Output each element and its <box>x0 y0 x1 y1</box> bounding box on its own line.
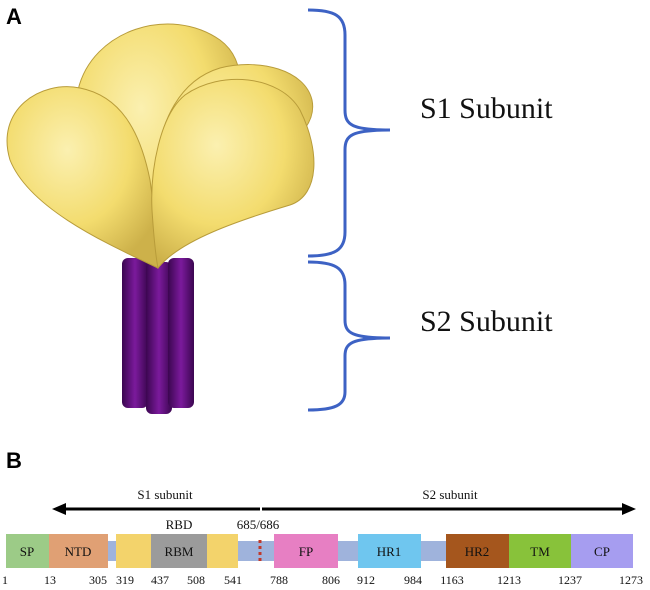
domain-boxes <box>6 534 633 568</box>
spike-stalk <box>122 258 194 414</box>
domain-hr1 <box>358 534 421 568</box>
domain-tm <box>509 534 571 568</box>
position-label: 1273 <box>619 573 643 587</box>
domain-label-hr1: HR1 <box>377 544 402 559</box>
s2-arrow <box>262 503 636 515</box>
position-label: 1163 <box>440 573 464 587</box>
spike-head <box>6 23 315 270</box>
domain-label-tm: TM <box>530 544 550 559</box>
position-label: 806 <box>322 573 340 587</box>
domain-fp <box>274 534 338 568</box>
position-label: 305 <box>89 573 107 587</box>
position-label: 319 <box>116 573 134 587</box>
domain-hr2 <box>446 534 509 568</box>
upper-labels: S1 subunit S2 subunit RBD 685/686 <box>137 487 478 532</box>
position-label: 437 <box>151 573 169 587</box>
position-label: 508 <box>187 573 205 587</box>
s2-arrow-label: S2 subunit <box>422 487 478 502</box>
position-label: 984 <box>404 573 422 587</box>
domain-label-cp: CP <box>594 544 610 559</box>
s2-bracket <box>307 260 391 412</box>
s1-arrow-label: S1 subunit <box>137 487 193 502</box>
position-label: 13 <box>44 573 56 587</box>
domain-rbm <box>151 534 207 568</box>
domain-labels: SP NTD RBM FP HR1 HR2 TM CP <box>20 544 610 559</box>
domain-rbd-b <box>207 534 238 568</box>
spike-illustration <box>6 23 315 414</box>
domain-label-ntd: NTD <box>65 544 92 559</box>
domain-rbd-a <box>116 534 151 568</box>
s1-bracket <box>307 8 391 258</box>
position-label: 1237 <box>558 573 582 587</box>
cleavage-site-label: 685/686 <box>237 517 280 532</box>
domain-cp <box>571 534 633 568</box>
domain-ntd <box>49 534 108 568</box>
position-label: 788 <box>270 573 288 587</box>
position-label: 1213 <box>497 573 521 587</box>
s1-subunit-label: S1 Subunit <box>420 92 553 125</box>
position-label: 541 <box>224 573 242 587</box>
residue-positions: 1 13 305 319 437 508 541 788 806 912 984… <box>2 573 643 587</box>
position-label: 1 <box>2 573 8 587</box>
domain-label-fp: FP <box>299 544 313 559</box>
panel-b-letter: B <box>6 448 22 473</box>
domain-label-rbm: RBM <box>165 544 194 559</box>
domain-label-sp: SP <box>20 544 34 559</box>
s2-subunit-label: S2 Subunit <box>420 305 553 338</box>
domain-label-hr2: HR2 <box>465 544 490 559</box>
rbd-label: RBD <box>166 517 193 532</box>
s1-arrow <box>52 503 260 515</box>
position-label: 912 <box>357 573 375 587</box>
panel-a-letter: A <box>6 4 22 29</box>
domain-sp <box>6 534 49 568</box>
